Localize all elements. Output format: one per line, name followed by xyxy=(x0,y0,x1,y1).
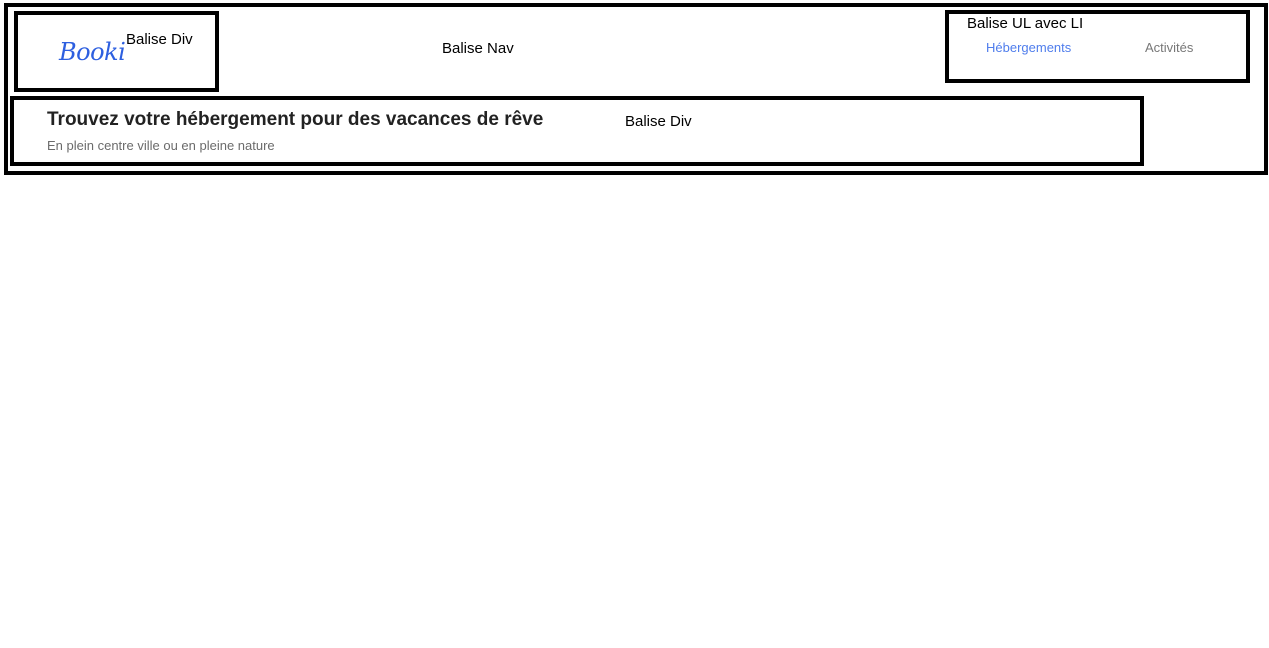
annotation-hero-div: Balise Div xyxy=(625,113,692,130)
hero-div-outline-box xyxy=(10,96,1144,166)
nav-link-activites[interactable]: Activités xyxy=(1145,40,1194,55)
ul-li-outline-box xyxy=(945,10,1250,83)
booki-logo[interactable]: Booki xyxy=(59,38,126,66)
annotation-nav: Balise Nav xyxy=(442,40,514,57)
nav-link-hebergements[interactable]: Hébergements xyxy=(986,40,1072,55)
hero-subtitle: En plein centre ville ou en pleine natur… xyxy=(47,138,275,153)
logo-div-outline-box xyxy=(14,11,219,92)
annotation-ul-li: Balise UL avec LI xyxy=(967,15,1084,32)
hero-title: Trouvez votre hébergement pour des vacan… xyxy=(47,109,544,130)
annotation-logo-div: Balise Div xyxy=(126,31,193,48)
nav-outline-box xyxy=(4,3,1268,175)
